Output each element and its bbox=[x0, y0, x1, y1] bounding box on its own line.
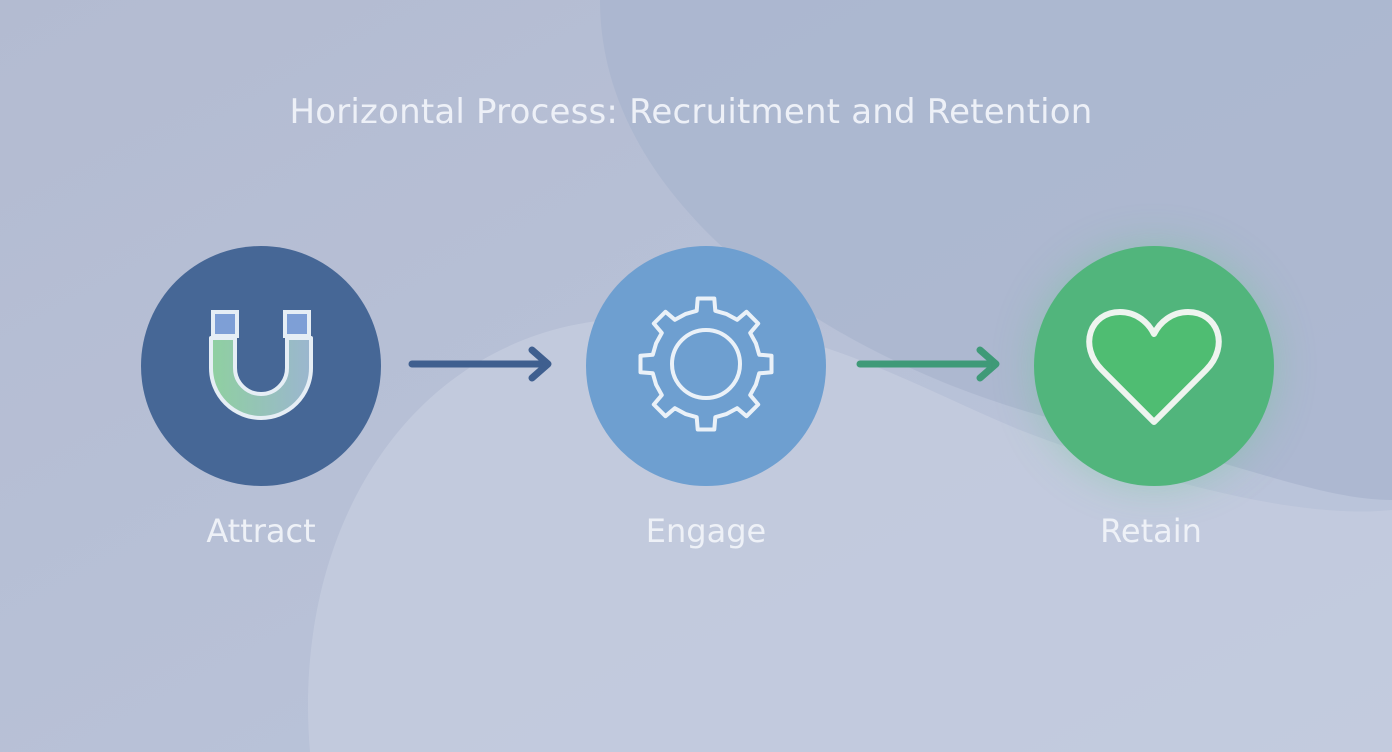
step-engage-circle bbox=[586, 246, 826, 486]
arrow-right-icon bbox=[408, 346, 552, 382]
step-label-engage: Engage bbox=[645, 512, 767, 550]
arrow-right-icon bbox=[856, 346, 1000, 382]
gear-outline bbox=[638, 296, 774, 432]
step-retain-circle bbox=[1034, 246, 1274, 486]
step-attract-circle bbox=[141, 246, 381, 486]
diagram-title: Horizontal Process: Recruitment and Rete… bbox=[289, 92, 1093, 132]
step-label-attract: Attract bbox=[206, 512, 316, 550]
heart-icon bbox=[1086, 309, 1222, 425]
step-label-retain: Retain bbox=[1100, 512, 1202, 550]
gear-icon bbox=[638, 296, 774, 432]
magnet-icon bbox=[209, 310, 313, 420]
